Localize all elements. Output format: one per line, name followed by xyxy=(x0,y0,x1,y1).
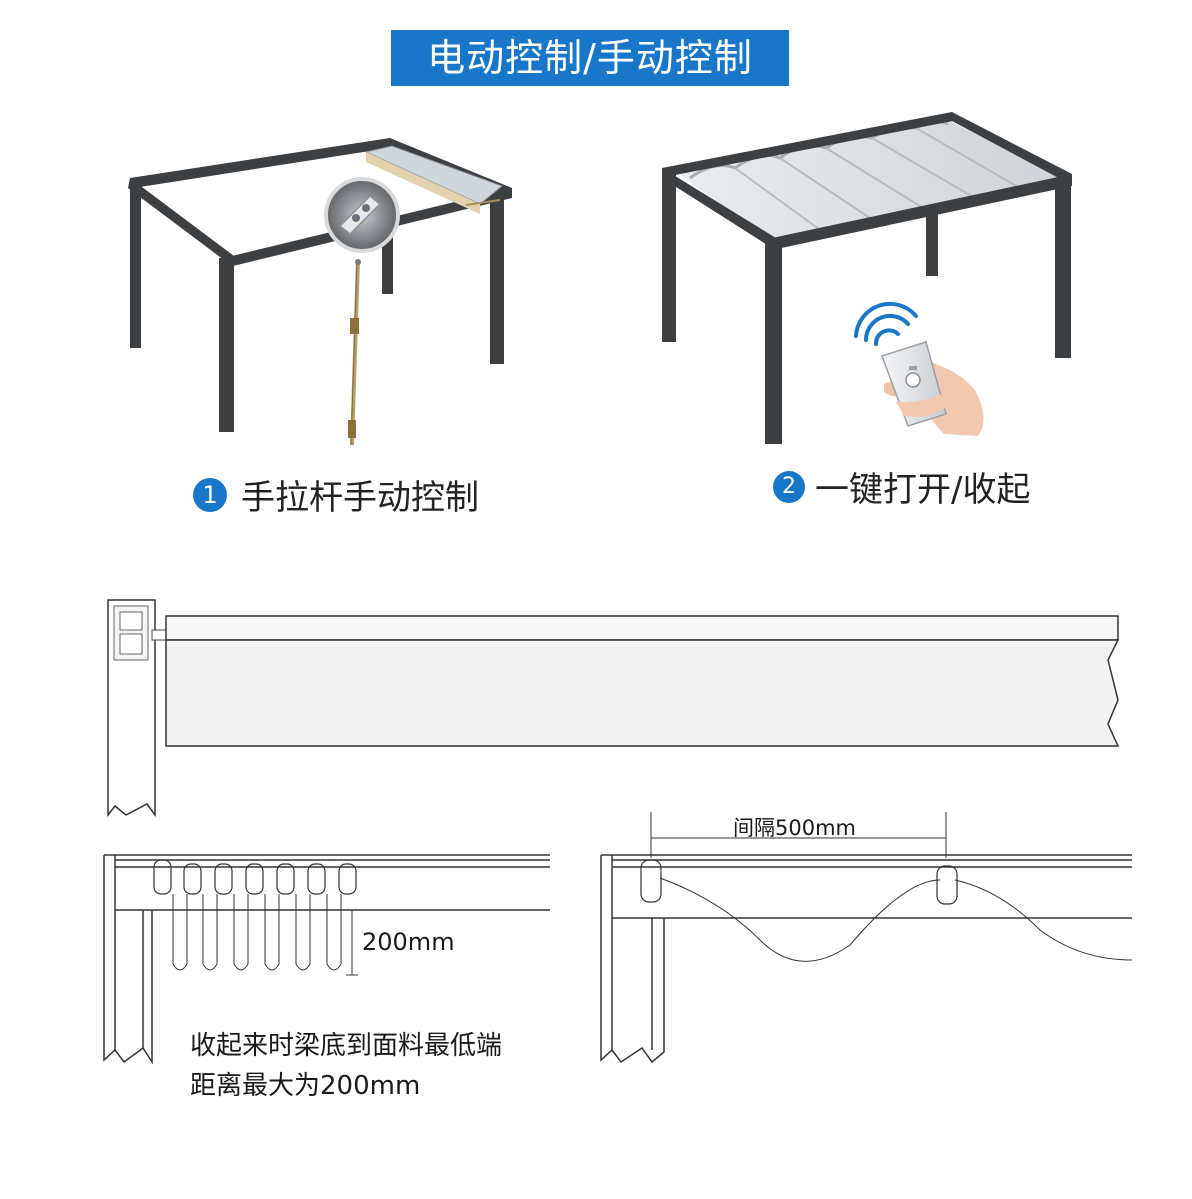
extended-detail-drawing xyxy=(600,812,1133,1064)
remote-control-label: 一键打开/收起 xyxy=(815,470,1031,510)
retracted-height-dimension: 200mm xyxy=(362,928,455,956)
remote-control-in-hand xyxy=(881,341,984,436)
manual-control-caption: 1 手拉杆手动控制 xyxy=(193,470,479,519)
retracted-note-line-1: 收起来时梁底到面料最低端 xyxy=(190,1031,503,1061)
wifi-signal-icon xyxy=(854,301,918,346)
remote-control-caption: 2 一键打开/收起 xyxy=(773,462,1030,511)
manual-control-label: 手拉杆手动控制 xyxy=(241,478,479,518)
retracted-note-line-2: 距离最大为200mm xyxy=(190,1071,421,1101)
motorized-pergola-illustration xyxy=(662,112,1072,444)
track-cross-section xyxy=(107,599,1120,818)
page-title-banner: 电动控制/手动控制 xyxy=(391,30,789,86)
retracted-detail-drawing xyxy=(103,854,550,1065)
number-badge-1: 1 xyxy=(193,477,227,512)
retracted-fabric xyxy=(364,145,503,214)
pull-rod xyxy=(348,259,361,446)
number-badge-2: 2 xyxy=(773,470,805,503)
carrier-spacing-dimension: 间隔500mm xyxy=(733,816,856,840)
pull-hook-zoom-circle xyxy=(324,177,400,253)
